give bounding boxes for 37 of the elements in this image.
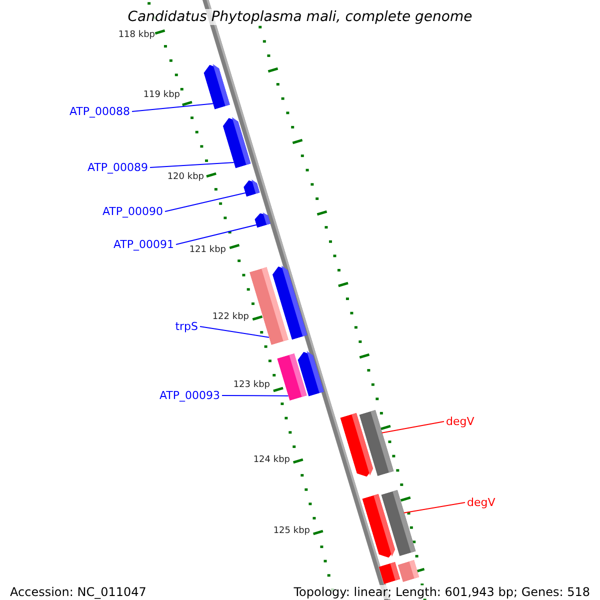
title: Candidatus Phytoplasma mali, complete genome <box>128 9 472 25</box>
scale-label: 118 kbp <box>118 30 155 40</box>
scale-label: 120 kbp <box>167 172 204 182</box>
scale-label: 125 kbp <box>273 526 310 536</box>
gene-bar <box>397 560 419 582</box>
gene-label: ATP_00090 <box>102 205 163 218</box>
gene-bar <box>358 410 394 476</box>
leader-line <box>200 326 270 338</box>
gene-feature <box>270 264 308 340</box>
gene-label: ATP_00089 <box>87 161 148 174</box>
leader-line <box>164 192 246 212</box>
gene-label: ATP_00091 <box>113 238 174 251</box>
accession-note: Accession: NC_011047 <box>10 585 146 599</box>
gene-bar <box>380 490 416 556</box>
gene-feature <box>202 62 230 110</box>
leader-line <box>222 395 289 396</box>
scale-label: 119 kbp <box>143 90 180 100</box>
leader-line <box>150 162 234 168</box>
gene-label: ATP_00093 <box>159 389 220 402</box>
gene-label: degV <box>467 496 496 509</box>
scale-label: 123 kbp <box>233 380 270 390</box>
scale-label: 121 kbp <box>189 245 226 255</box>
gene-feature <box>221 116 251 168</box>
scale-label: 124 kbp <box>253 455 290 465</box>
gene-feature <box>253 210 271 228</box>
scale-label: 122 kbp <box>212 312 249 322</box>
gene-feature <box>296 350 324 396</box>
gene-label: degV <box>446 415 474 428</box>
gene-feature <box>242 178 260 196</box>
gene-label: trpS <box>175 320 198 333</box>
leader-line <box>132 103 214 112</box>
leader-line <box>403 502 466 514</box>
leader-line <box>381 421 444 434</box>
gene-label: ATP_00088 <box>69 105 130 118</box>
gene-bar <box>378 562 400 584</box>
genome-summary: Topology: linear; Length: 601,943 bp; Genes: 518 <box>294 585 590 599</box>
leader-line <box>176 224 257 245</box>
